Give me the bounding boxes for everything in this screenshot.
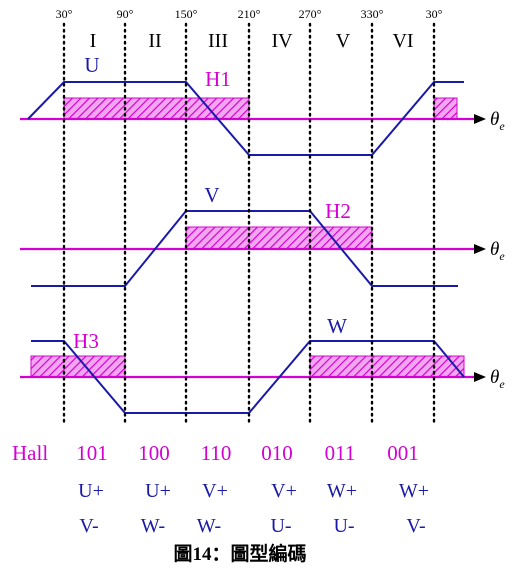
axis-arrow: [474, 372, 486, 382]
angle-label: 30°: [56, 7, 73, 21]
sector-label: III: [208, 30, 228, 52]
sector-dividers: [62, 22, 436, 427]
wave-label-w: W: [327, 314, 347, 338]
drive-minus: W-: [197, 515, 221, 537]
hall-bar-h3-wrap: [30, 355, 126, 378]
hall-code: 110: [201, 441, 232, 465]
sector-label: I: [90, 30, 97, 52]
hall-code: 101: [76, 441, 108, 465]
axis-arrow: [474, 244, 486, 254]
hall-row-label: Hall: [12, 441, 48, 465]
hall-code: 100: [138, 441, 170, 465]
drive-minus: V-: [79, 515, 98, 537]
drive-minus: V-: [406, 515, 425, 537]
hall-bar-h1-wrap: [433, 97, 458, 120]
drive-plus: V+: [202, 480, 228, 502]
sector-label: V: [336, 30, 351, 52]
drive-minus: W-: [141, 515, 165, 537]
angle-label: 150°: [175, 7, 198, 21]
theta-labels: θe θe θe: [490, 109, 505, 391]
theta-label: θe: [490, 109, 505, 133]
sector-label: VI: [392, 30, 413, 52]
angle-label: 30°: [426, 7, 443, 21]
drive-minus: U-: [333, 515, 354, 537]
angle-labels: 30° 90° 150° 210° 270° 330° 30°: [56, 7, 443, 21]
sector-label: IV: [271, 30, 293, 52]
axis-arrow: [474, 114, 486, 124]
angle-label: 330°: [361, 7, 384, 21]
wave-label-v: V: [204, 183, 219, 207]
drive-plus: V+: [271, 480, 297, 502]
hall-label-h2: H2: [325, 199, 351, 223]
hall-bar-h2: [185, 226, 373, 250]
angle-label: 270°: [299, 7, 322, 21]
hall-code-table: Hall 101 100 110 010 011 001 U+ U+ V+ V+…: [12, 441, 429, 537]
sector-labels: I II III IV V VI: [90, 30, 414, 52]
theta-axes: [20, 114, 486, 382]
hall-code: 010: [261, 441, 293, 465]
drive-plus: W+: [327, 480, 357, 502]
angle-label: 90°: [117, 7, 134, 21]
theta-label: θe: [490, 367, 505, 391]
hall-code: 011: [325, 441, 356, 465]
drive-minus: U-: [270, 515, 291, 537]
wave-labels: U H1 V H2 W H3: [73, 53, 351, 353]
hall-bar-h3: [309, 355, 465, 378]
angle-label: 210°: [238, 7, 261, 21]
hall-bar-h1: [63, 97, 250, 120]
hall-code: 001: [387, 441, 419, 465]
drive-plus: W+: [399, 480, 429, 502]
hall-bars: [30, 97, 465, 378]
drive-plus: U+: [145, 480, 171, 502]
sector-label: II: [148, 30, 161, 52]
theta-label: θe: [490, 239, 505, 263]
figure-caption: 圖14：圖型編碼: [173, 542, 306, 565]
drive-plus: U+: [78, 480, 104, 502]
wave-label-u: U: [84, 53, 99, 77]
hall-label-h1: H1: [205, 67, 231, 91]
hall-label-h3: H3: [73, 329, 99, 353]
